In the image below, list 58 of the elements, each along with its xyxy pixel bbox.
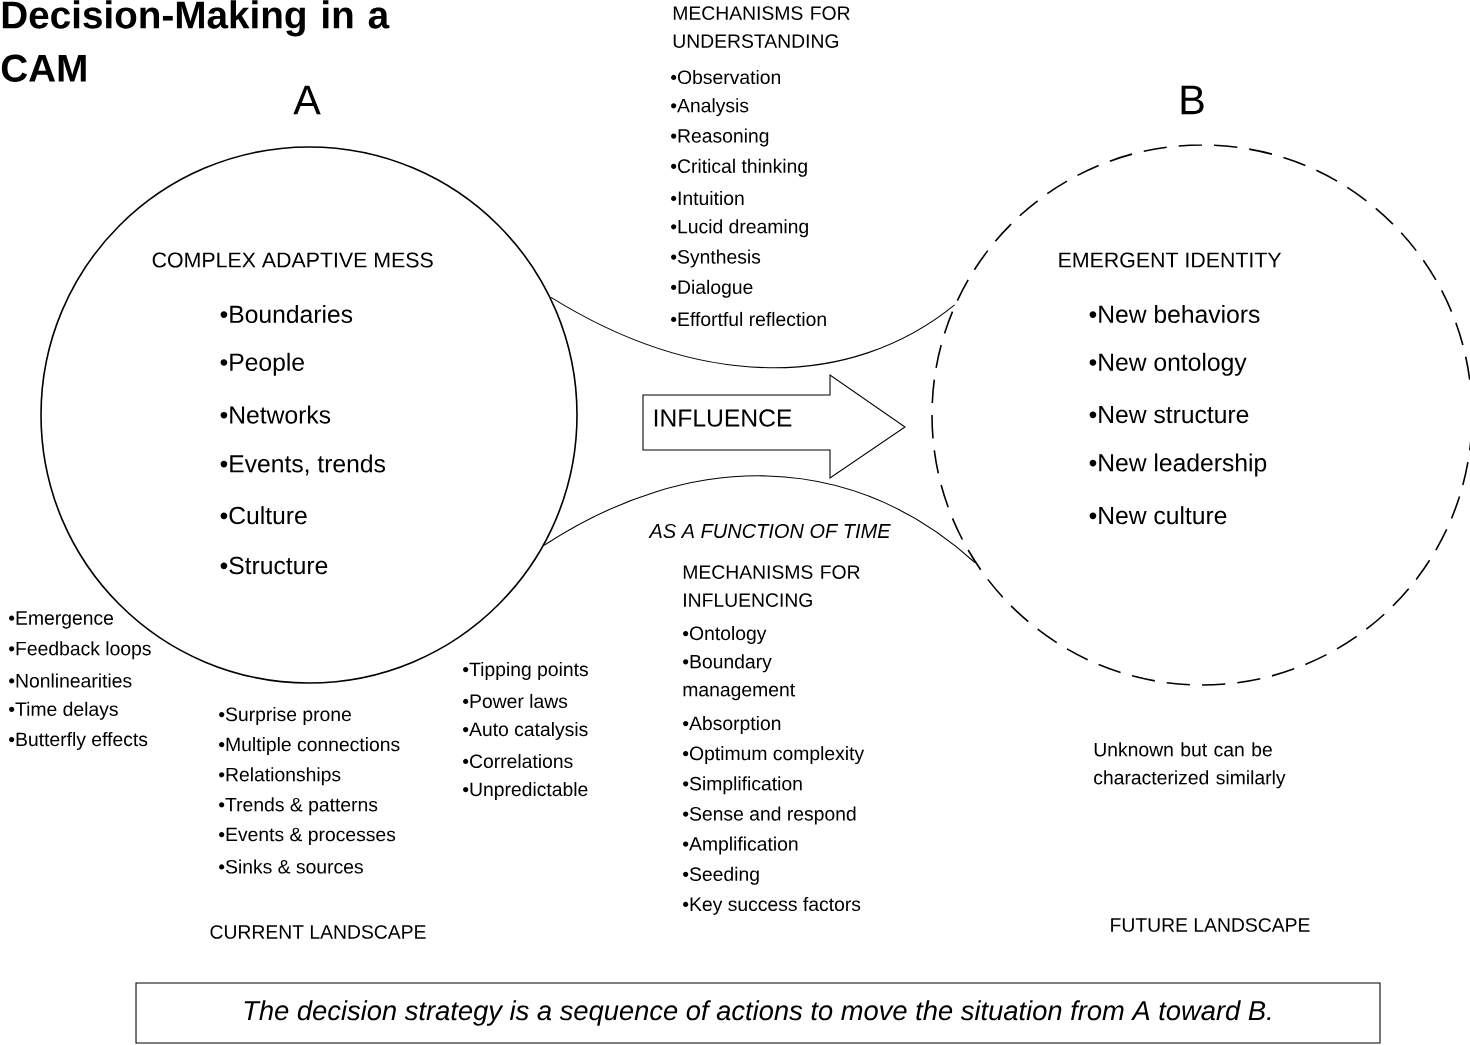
list-item: •Effortful reflection — [671, 311, 826, 327]
bullet-item: •New behaviors — [1089, 304, 1260, 324]
list-item: •Optimum complexity — [683, 746, 865, 765]
list-item: •Critical thinking — [671, 158, 807, 177]
list-item: •Seeding — [683, 866, 759, 885]
list-heading: MECHANISMS FOR UNDERSTANDING — [673, 6, 850, 48]
list-item: •Auto catalysis — [463, 722, 588, 740]
list-item: •Observation — [671, 69, 780, 85]
curve — [543, 475, 976, 564]
list-item: •Multiple connections — [219, 737, 400, 756]
list-item: •Events & processes — [219, 827, 396, 846]
list-item: •Sinks & sources — [219, 859, 363, 874]
bullet-item: •Structure — [220, 556, 328, 575]
list-item: •Ontology — [683, 626, 767, 644]
circle-letter: A — [293, 85, 321, 115]
bullet-item: •New culture — [1089, 506, 1227, 525]
landscape-label: FUTURE LANDSCAPE — [1111, 918, 1310, 932]
list-item: •Tipping points — [463, 662, 588, 680]
bullet-item: •New leadership — [1089, 453, 1267, 477]
list-item: •Key success factors — [683, 896, 861, 915]
edge-label: AS A FUNCTION OF TIME — [648, 522, 892, 540]
list-item: •Emergence — [9, 611, 114, 629]
list-item: •Sense and respond — [683, 806, 856, 825]
list-item: •Absorption — [683, 716, 781, 734]
list-item: •Analysis — [671, 98, 749, 117]
list-item: •Trends & patterns — [219, 797, 378, 816]
circle-heading: COMPLEX ADAPTIVE MESS — [152, 252, 433, 268]
title: Decision-Making in a CAM — [1, 0, 390, 82]
list-item: •Correlations — [463, 753, 573, 769]
bullet-item: •New ontology — [1089, 352, 1247, 376]
note: Unknown but can be characterized similarly — [1094, 742, 1286, 789]
bullet-item: •Culture — [220, 506, 307, 525]
list-item: •Relationships — [219, 767, 341, 786]
list-item: •Time delays — [9, 701, 118, 720]
list-item: •Unpredictable — [463, 782, 588, 800]
list-item: •Simplification — [683, 776, 802, 795]
bullet-item: •People — [220, 352, 304, 376]
list-heading: MECHANISMS FOR INFLUENCING — [683, 565, 860, 607]
curve — [550, 296, 956, 369]
list-item: •Amplification — [683, 836, 798, 855]
circle-letter: B — [1181, 85, 1204, 115]
bullet-item: •Events, trends — [220, 454, 385, 476]
list-item: •Feedback loops — [9, 641, 151, 660]
list-item: •Intuition — [671, 190, 744, 206]
bullet-item: •Networks — [220, 405, 331, 424]
list-item: •Surprise prone — [219, 707, 351, 725]
circle-heading: EMERGENT IDENTITY — [1059, 252, 1282, 268]
bullet-item: •New structure — [1089, 406, 1249, 424]
list-item: •Lucid dreaming — [671, 219, 808, 238]
list-item: •Dialogue — [671, 279, 753, 298]
landscape-label: CURRENT LANDSCAPE — [210, 925, 426, 939]
list-item: •Reasoning — [671, 128, 769, 147]
bullet-item: •Boundaries — [220, 304, 353, 324]
caption-box: The decision strategy is a sequence of actions to move the situation from A toward B. — [135, 982, 1381, 1044]
list-item: •Synthesis — [671, 249, 761, 268]
list-item: •Nonlinearities — [9, 673, 132, 688]
list-item: •Boundary management — [683, 654, 795, 701]
list-item: •Butterfly effects — [9, 732, 148, 750]
